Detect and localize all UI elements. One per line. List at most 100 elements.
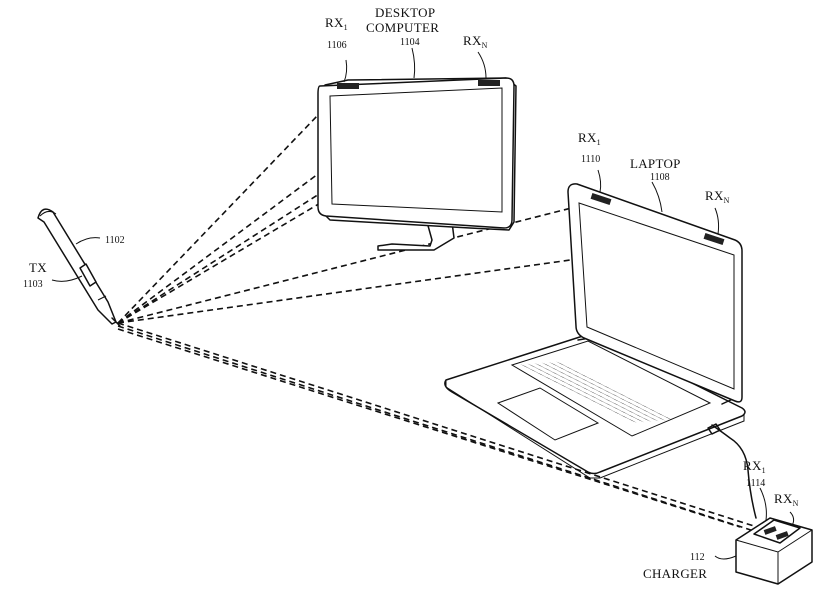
keyboard-key <box>610 405 622 411</box>
keyboard-key <box>558 383 569 389</box>
keyboard-key <box>557 374 568 380</box>
keyboard-key <box>602 388 613 394</box>
keyboard-key <box>626 417 637 423</box>
keyboard-key <box>586 376 597 382</box>
keyboard-key <box>639 403 651 409</box>
keyboard-key <box>579 377 590 383</box>
keyboard-key <box>542 371 553 377</box>
keyboard-key <box>549 366 560 372</box>
desktop-monitor-icon <box>317 77 517 251</box>
laptop-rxn-label: RXN <box>705 188 730 205</box>
keyboard-key <box>654 411 666 417</box>
keyboard-key <box>556 370 568 376</box>
charger-cable <box>711 424 757 519</box>
keyboard-key <box>595 398 607 404</box>
keyboard-key <box>580 386 591 392</box>
stylus-ref: 1102 <box>105 235 125 246</box>
laptop-ref: 1108 <box>650 172 670 183</box>
keyboard-key <box>640 416 652 422</box>
keyboard-key <box>625 409 637 415</box>
keyboard-key <box>647 412 659 418</box>
keyboard-keys <box>520 361 673 423</box>
keyboard-key <box>633 413 644 419</box>
stylus-icon <box>37 208 121 327</box>
keyboard-key <box>565 382 576 388</box>
desktop-rxn-label: RXN <box>463 33 488 50</box>
keyboard-key <box>632 404 643 410</box>
keyboard-key <box>578 373 590 379</box>
keyboard-key <box>527 367 539 373</box>
keyboard-key <box>617 401 629 406</box>
keyboard-key <box>626 413 637 419</box>
keyboard-key <box>556 365 567 371</box>
keyboard-key <box>520 364 531 369</box>
leader-lines <box>51 47 795 560</box>
keyboard-key <box>564 374 575 380</box>
charger-ref: 112 <box>690 552 705 563</box>
laptop-rxn-sensor <box>703 233 725 245</box>
keyboard-key <box>603 402 614 407</box>
desktop-title-line1: DESKTOP <box>375 5 435 20</box>
keyboard-key <box>550 375 561 381</box>
charger-rxn-sensor <box>775 531 789 540</box>
keyboard-key <box>572 382 583 388</box>
laptop-icon <box>444 183 757 519</box>
desktop-rx1-sensor <box>337 83 359 89</box>
keyboard-key <box>662 415 673 421</box>
keyboard-key <box>564 369 575 375</box>
keyboard-key <box>550 379 561 385</box>
laptop-trackpad <box>496 387 600 441</box>
desktop-rx1-label: RX1 <box>325 15 348 32</box>
keyboard-key <box>564 378 576 384</box>
keyboard-key <box>617 396 628 402</box>
keyboard-key <box>601 384 613 390</box>
keyboard-key <box>594 389 606 395</box>
keyboard-key <box>587 389 599 395</box>
keyboard-key <box>616 392 628 398</box>
keyboard-key <box>624 396 635 402</box>
keyboard-key <box>534 367 546 373</box>
keyboard-key <box>565 387 577 393</box>
keyboard-key <box>632 400 643 405</box>
charger-rxn-label: RXN <box>774 491 799 508</box>
keyboard-key <box>625 404 636 410</box>
keyboard-key <box>640 408 651 414</box>
keyboard-key <box>579 381 591 387</box>
stylus-tx-window <box>79 263 97 287</box>
signal-line-charger-rxn <box>117 328 741 528</box>
keyboard-key <box>594 380 605 386</box>
keyboard-key <box>611 410 622 416</box>
signal-line-desktop-screen-low <box>117 164 331 324</box>
laptop-rx1-sensor <box>590 193 612 205</box>
keyboard-key <box>580 390 591 396</box>
signal-line-laptop-rx1 <box>117 199 604 324</box>
keyboard-key <box>541 362 553 368</box>
keyboard-key <box>542 375 554 381</box>
laptop-rx1-ref: 1110 <box>581 154 600 165</box>
desktop-title-line2: COMPUTER <box>366 20 439 35</box>
keyboard-key <box>595 393 606 399</box>
charger-rx1-sensor <box>763 526 777 535</box>
charger-icon <box>735 517 813 585</box>
keyboard-key <box>548 362 560 367</box>
keyboard-key <box>618 409 629 415</box>
keyboard-key <box>586 381 598 387</box>
keyboard-key <box>588 398 599 404</box>
keyboard-key <box>557 378 569 384</box>
keyboard-key <box>603 406 615 412</box>
keyboard-key <box>572 386 584 392</box>
signal-line-charger-rx1-b <box>117 325 758 533</box>
signal-line-desktop-rxn <box>117 84 490 324</box>
charger-title: CHARGER <box>643 566 707 581</box>
keyboard-key <box>609 388 620 394</box>
keyboard-key <box>640 412 651 418</box>
charger-rx1-label: RX1 <box>743 458 766 475</box>
keyboard-key <box>655 415 666 421</box>
keyboard-key <box>572 377 583 383</box>
keyboard-key <box>573 390 584 396</box>
keyboard-key <box>542 366 553 372</box>
keyboard-key <box>556 361 567 367</box>
laptop-rx1-label: RX1 <box>578 130 601 147</box>
charger-rx1-ref: 1114 <box>746 478 765 489</box>
